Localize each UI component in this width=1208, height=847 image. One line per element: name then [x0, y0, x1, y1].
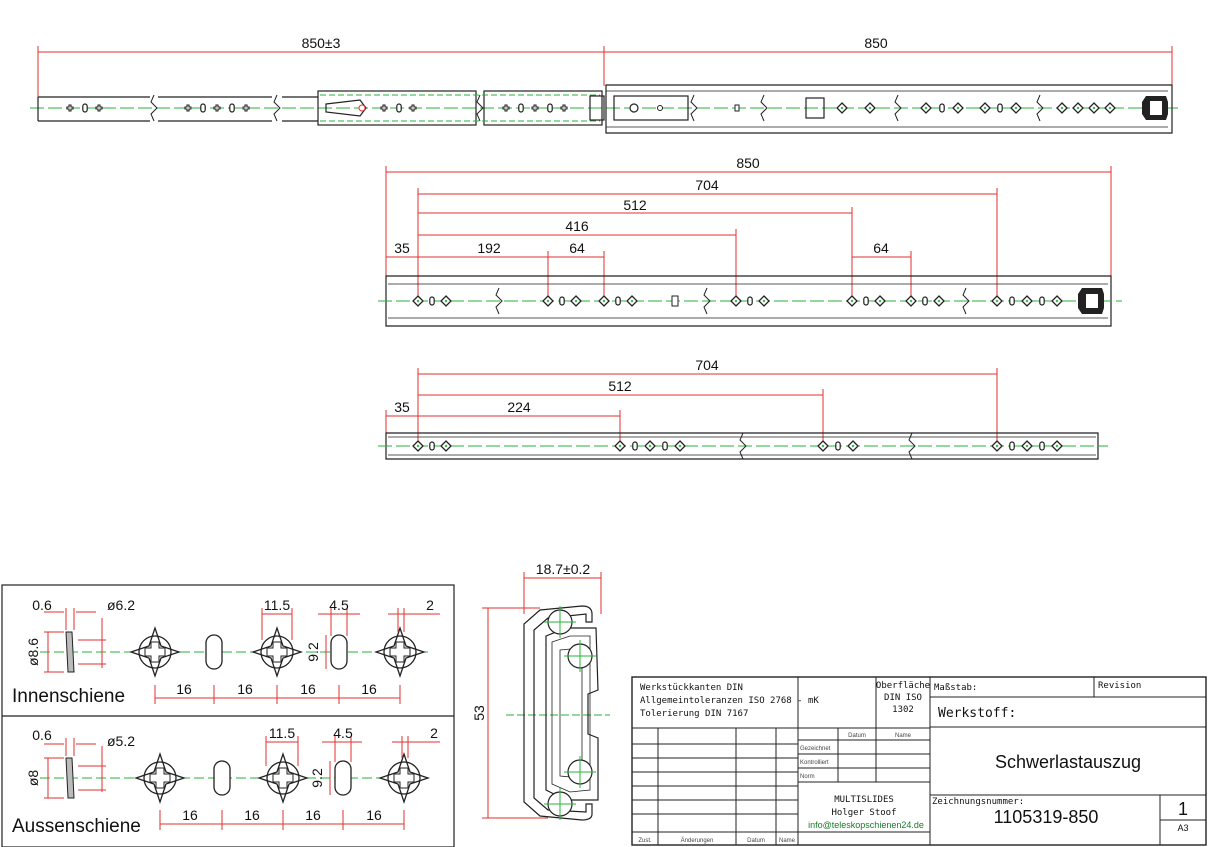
dim-dia-6-2: ø6.2	[107, 597, 135, 613]
dim-9-2: 9.2	[305, 642, 321, 662]
dim-704: 704	[695, 177, 719, 193]
inner-rail-view: 850 704 512 416 35 192 64 64	[378, 155, 1122, 327]
footer-zust: Zust.	[638, 838, 652, 844]
dim-0-6: 0.6	[32, 597, 52, 613]
pitch-1: 16	[182, 807, 198, 823]
person-name: Holger Stoof	[831, 808, 896, 818]
pitch-1: 16	[176, 681, 192, 697]
pitch-2: 16	[237, 681, 253, 697]
detail-innenschiene: 0.6 ø6.2 11.5 4.5 2 ø8.6 9.2 16 16 16 16…	[12, 597, 440, 707]
dim-64-left: 64	[569, 240, 585, 256]
dim-224: 224	[507, 399, 531, 415]
scale-label: Maßstab:	[934, 683, 977, 693]
pitch-4: 16	[361, 681, 377, 697]
material-label: Werkstoff:	[938, 706, 1016, 721]
dim-height: 53	[471, 705, 487, 721]
drawing-number: 1105319-850	[994, 807, 1099, 827]
surface-value-2: 1302	[892, 705, 914, 715]
dim-2: 2	[426, 597, 434, 613]
surface-value-1: DIN ISO	[884, 693, 922, 703]
label-aussenschiene: Aussenschiene	[12, 816, 141, 837]
dim-closed-length: 850	[864, 35, 888, 51]
contact-email: info@teleskopschienen24.de	[808, 820, 924, 830]
dim-2: 2	[430, 725, 438, 741]
pitch-3: 16	[300, 681, 316, 697]
dim-512: 512	[608, 378, 632, 394]
dim-11-5: 11.5	[269, 725, 295, 741]
note-edges: Werkstückkanten DIN	[640, 683, 743, 693]
dim-512: 512	[623, 197, 647, 213]
dim-4-5: 4.5	[329, 597, 349, 613]
title-block: Werkstückkanten DIN Allgemeintoleranzen …	[631, 676, 1207, 846]
outer-rail-view: 704 512 35 224	[378, 357, 1108, 460]
dim-0-6: 0.6	[32, 727, 52, 743]
dim-width: 18.7±0.2	[536, 561, 591, 577]
drawing-title: Schwerlastauszug	[995, 752, 1141, 772]
footer-aenderungen: Änderungen	[681, 837, 714, 844]
row-norm: Norm	[800, 774, 815, 780]
dim-4-5: 4.5	[333, 725, 353, 741]
company-name: MULTISLIDES	[834, 795, 894, 805]
label-innenschiene: Innenschiene	[12, 686, 125, 707]
dim-35: 35	[394, 399, 410, 415]
footer-name: Name	[779, 838, 796, 844]
sheet-number: 1	[1178, 799, 1188, 819]
dim-dia-8: ø8	[25, 770, 41, 787]
sheet-format: A3	[1177, 823, 1188, 833]
col-name: Name	[895, 733, 912, 739]
col-datum: Datum	[848, 733, 866, 739]
cross-section: 18.7±0.2 53	[471, 561, 610, 821]
dim-11-5: 11.5	[264, 597, 290, 613]
dim-64-right: 64	[873, 240, 889, 256]
pitch-4: 16	[366, 807, 382, 823]
top-assembly-view: 850±3 850	[30, 35, 1180, 134]
row-kontrolliert: Kontrolliert	[800, 760, 829, 766]
surface-label: Oberfläche	[876, 681, 930, 691]
pitch-2: 16	[244, 807, 260, 823]
row-gezeichnet: Gezeichnet	[800, 746, 831, 752]
pitch-3: 16	[305, 807, 321, 823]
detail-aussenschiene: 0.6 ø5.2 11.5 4.5 2 ø8 9.2 16 16 16 16 A…	[12, 725, 440, 837]
dim-35: 35	[394, 240, 410, 256]
dim-extension: 850±3	[302, 35, 341, 51]
hole-detail-box	[1, 584, 455, 847]
dim-416: 416	[565, 218, 589, 234]
dim-dia-8-6: ø8.6	[25, 638, 41, 666]
dim-192: 192	[477, 240, 501, 256]
dim-9-2: 9.2	[309, 768, 325, 788]
dim-dia-5-2: ø5.2	[107, 733, 135, 749]
revision-label: Revision	[1098, 681, 1141, 691]
drawing-no-label: Zeichnungsnummer:	[932, 797, 1024, 807]
footer-datum: Datum	[747, 838, 765, 844]
dim-704: 704	[695, 357, 719, 373]
note-tolerancing: Tolerierung DIN 7167	[640, 709, 748, 719]
note-tolerances: Allgemeintoleranzen ISO 2768 - mK	[640, 696, 819, 706]
dim-850: 850	[736, 155, 760, 171]
